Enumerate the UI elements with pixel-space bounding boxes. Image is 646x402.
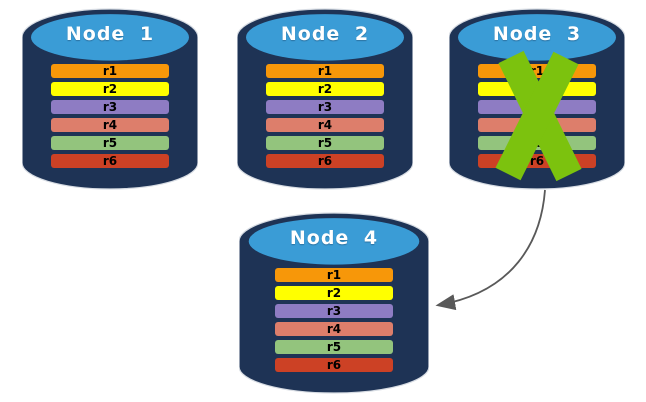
node-4: Node 4 r1 r2 r3 r4 r5 r6 (239, 211, 429, 395)
failure-x-icon (495, 50, 582, 182)
record-r6: r6 (266, 154, 384, 168)
record-r6: r6 (275, 358, 393, 372)
record-r1: r1 (275, 268, 393, 282)
node-2: Node 2 r1 r2 r3 r4 r5 r6 (237, 7, 413, 191)
record-r1: r1 (266, 64, 384, 78)
transfer-arrow (435, 189, 546, 311)
node-1-title: Node 1 (65, 23, 155, 45)
record-r3: r3 (275, 304, 393, 318)
node-4-records: r1 r2 r3 r4 r5 r6 (275, 268, 393, 372)
record-r4: r4 (275, 322, 393, 336)
node-1-records: r1 r2 r3 r4 r5 r6 (51, 64, 169, 168)
node-4-title: Node 4 (289, 227, 379, 249)
node-3-title: Node 3 (492, 23, 582, 45)
record-r4: r4 (51, 118, 169, 132)
node-2-title: Node 2 (280, 23, 370, 45)
record-r3: r3 (51, 100, 169, 114)
record-r3: r3 (266, 100, 384, 114)
record-r6: r6 (51, 154, 169, 168)
node-2-records: r1 r2 r3 r4 r5 r6 (266, 64, 384, 168)
record-r1: r1 (51, 64, 169, 78)
record-r5: r5 (51, 136, 169, 150)
record-r2: r2 (51, 82, 169, 96)
node-1: Node 1 r1 r2 r3 r4 r5 r6 (22, 7, 198, 191)
record-r5: r5 (275, 340, 393, 354)
record-r2: r2 (266, 82, 384, 96)
record-r2: r2 (275, 286, 393, 300)
record-r4: r4 (266, 118, 384, 132)
record-r5: r5 (266, 136, 384, 150)
